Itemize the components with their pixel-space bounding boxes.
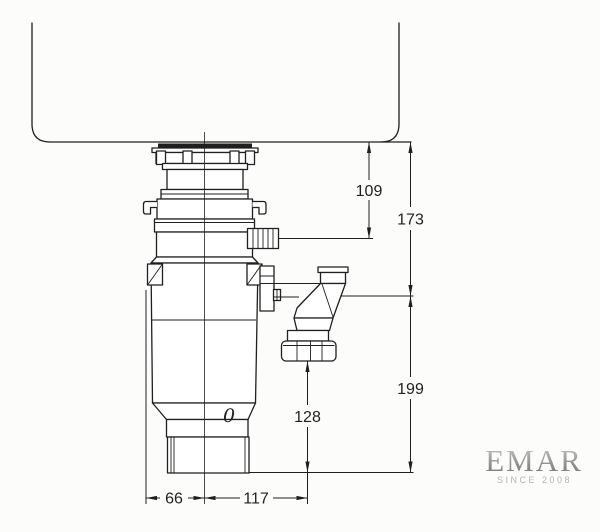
dim-label-128: 128	[294, 409, 321, 426]
dim-label-117: 117	[243, 491, 269, 508]
dishwasher-inlet	[246, 227, 280, 250]
dim-label-199: 199	[397, 381, 424, 398]
mounting-ring	[151, 147, 259, 154]
brand-name: EMAR	[485, 443, 583, 478]
base-cylinder	[166, 436, 250, 474]
dim-label-109: 109	[356, 183, 383, 200]
sink-right-wall	[380, 22, 400, 143]
sink-left-wall	[31, 22, 51, 143]
nut-flange	[286, 329, 330, 342]
elbow-taper	[293, 317, 334, 332]
mounting-bolts	[155, 150, 256, 166]
sink-flange-bar	[158, 143, 252, 148]
dim-label-66: 66	[165, 491, 183, 508]
drain-elbow-assembly	[274, 266, 349, 362]
outlet-rim	[317, 266, 349, 274]
dimension-66-117: 66 117	[146, 491, 308, 508]
mount-tab-left	[146, 263, 164, 286]
mount-hook-left	[142, 200, 157, 215]
lower-funnel	[151, 402, 257, 421]
outlet-tube	[319, 271, 347, 285]
discharge-stub	[259, 265, 282, 312]
sink-outline	[31, 22, 412, 143]
brand-tagline: SINCE 2008	[497, 475, 572, 485]
lower-ring	[165, 418, 249, 438]
body-marking: 0	[223, 405, 235, 427]
mount-hook-right	[252, 200, 267, 215]
dimension-199: 199	[397, 296, 424, 473]
lower-mount-ring	[161, 162, 249, 171]
neck-cylinder	[166, 168, 244, 191]
dimension-lines: 109 173 199 128	[145, 142, 424, 508]
slip-nut	[280, 340, 337, 362]
dimension-173: 173	[397, 142, 424, 296]
disposer-unit	[142, 143, 282, 474]
elbow-funnel	[293, 282, 347, 319]
dimension-109: 109	[356, 142, 383, 239]
dim-label-173: 173	[397, 212, 424, 229]
brand-logo: EMAR SINCE 2008	[485, 443, 583, 485]
dimension-128: 128	[294, 361, 321, 473]
